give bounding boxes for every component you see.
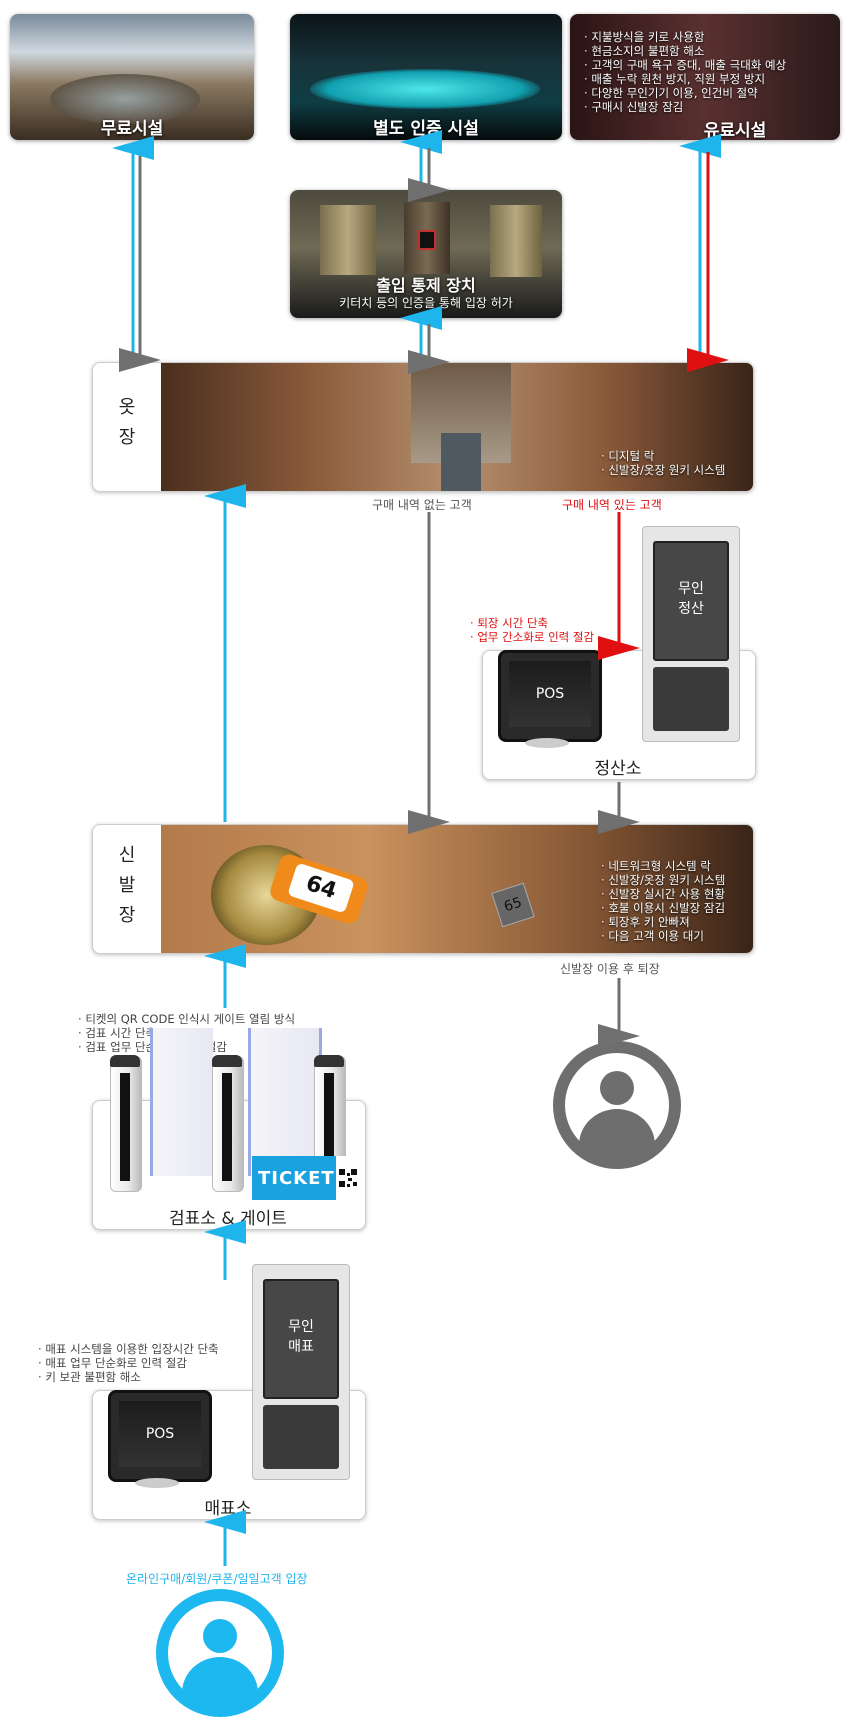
ticket-office-pos: POS — [108, 1390, 212, 1482]
with-purchase-label: 구매 내역 있는 고객 — [562, 498, 662, 512]
entry-label: 온라인구매/회원/쿠폰/일일고객 입장 — [126, 1572, 308, 1586]
gate-pillar-strip — [222, 1073, 232, 1181]
gate-pillar-head — [314, 1055, 344, 1067]
gate-glass-left — [150, 1028, 213, 1176]
gate-bullet: 검표 시간 단축 — [78, 1026, 295, 1040]
exit-person-head — [600, 1071, 634, 1105]
exit-person-body — [579, 1109, 655, 1160]
shoe-locker-bullet: 신발장 실시간 사용 현황 — [601, 887, 725, 901]
shoe-locker-bullet: 다음 고객 이용 대기 — [601, 929, 725, 943]
ticket-badge: TICKET — [252, 1156, 336, 1200]
gate-pillar-head — [212, 1055, 242, 1067]
locker-photo: 디지털 락 신발장/옷장 원키 시스템 — [161, 363, 753, 491]
no-purchase-label: 구매 내역 없는 고객 — [372, 498, 472, 512]
settlement-kiosk-body — [653, 667, 729, 731]
access-control-card: 출입 통제 장치 키터치 등의 인증을 통해 입장 허가 — [290, 190, 562, 318]
ticket-office-kiosk-line: 무인 — [288, 1319, 314, 1335]
ticket-office-kiosk: 무인 매표 — [252, 1264, 350, 1480]
gate-pillar-left — [110, 1055, 142, 1192]
locker-panel: 옷 장 디지털 락 신발장/옷장 원키 시스템 — [92, 362, 754, 492]
settlement-title: 정산소 — [594, 759, 642, 779]
paid-bullet: 현금소지의 불편함 해소 — [584, 44, 786, 58]
access-control-title: 출입 통제 장치 — [376, 276, 476, 295]
entry-person-body — [182, 1657, 258, 1708]
locker-label-char: 장 — [118, 427, 136, 448]
locker-bullet: 신발장/옷장 원키 시스템 — [601, 463, 725, 477]
ticket-office-kiosk-body — [263, 1405, 339, 1469]
ticket-office-kiosk-line: 매표 — [288, 1339, 314, 1355]
turnstile-left — [320, 205, 376, 275]
shoe-locker-photo: 64 65 네트워크형 시스템 락 신발장/옷장 원키 시스템 신발장 실시간 … — [161, 825, 753, 953]
turnstile-right — [490, 205, 542, 277]
gate-pillar-head — [110, 1055, 140, 1067]
shoe-locker-panel: 신 발 장 64 65 네트워크형 시스템 락 신발장/옷장 원키 시스템 신발… — [92, 824, 754, 954]
paid-bullet: 구매시 신발장 잠김 — [584, 100, 786, 114]
shoe-locker-label-char: 발 — [118, 875, 136, 896]
paid-bullet: 매출 누락 원천 방지, 직원 부정 방지 — [584, 72, 786, 86]
shoe-locker-label-char: 장 — [118, 905, 136, 926]
locker-label-char: 옷 — [118, 397, 136, 418]
shoe-locker-bullets: 네트워크형 시스템 락 신발장/옷장 원키 시스템 신발장 실시간 사용 현황 … — [601, 859, 725, 943]
ticket-qr-icon — [336, 1156, 360, 1200]
settlement-kiosk-line: 정산 — [678, 601, 704, 617]
gate-pillar-center — [212, 1055, 244, 1192]
settlement-bullet: 업무 간소화로 인력 절감 — [470, 630, 594, 644]
settlement-bullet: 퇴장 시간 단축 — [470, 616, 594, 630]
certified-facility-title: 별도 인증 시설 — [373, 119, 479, 139]
gate-pillar-strip — [324, 1073, 334, 1157]
entry-person-ring — [156, 1589, 284, 1717]
free-facility-pool — [50, 74, 200, 124]
paid-bullet: 다양한 무인기기 이용, 인건비 절약 — [584, 86, 786, 100]
ticket-office-bullet: 매표 업무 단순화로 인력 절감 — [38, 1356, 219, 1370]
after-shoe-label: 신발장 이용 후 퇴장 — [560, 962, 660, 976]
shoe-locker-bullet: 네트워크형 시스템 락 — [601, 859, 725, 873]
locker-bullets: 디지털 락 신발장/옷장 원키 시스템 — [601, 449, 725, 477]
settlement-kiosk: 무인 정산 — [642, 526, 740, 742]
settlement-pos-stand — [525, 738, 569, 748]
shoe-locker-label: 신 발 장 — [93, 841, 161, 931]
gate-pillar-strip — [120, 1073, 130, 1181]
entry-person-head — [203, 1619, 237, 1653]
locker-label: 옷 장 — [93, 393, 161, 453]
settlement-pos: POS — [498, 650, 602, 742]
locker-bench — [441, 433, 481, 491]
shoe-locker-bullet: 퇴장후 키 안빠져 — [601, 915, 725, 929]
paid-bullet: 고객의 구매 욕구 증대, 매출 극대화 예상 — [584, 58, 786, 72]
paid-facility-card: 지불방식을 키로 사용함 현금소지의 불편함 해소 고객의 구매 욕구 증대, … — [570, 14, 840, 140]
ticket-office-pos-stand — [135, 1478, 179, 1488]
gate-glass-right — [248, 1028, 322, 1176]
shoe-locker-label-char: 신 — [118, 845, 136, 866]
free-facility-title: 무료시설 — [100, 119, 164, 139]
paid-facility-bullets: 지불방식을 키로 사용함 현금소지의 불편함 해소 고객의 구매 욕구 증대, … — [584, 30, 786, 114]
shoe-locker-bullet: 신발장/옷장 원키 시스템 — [601, 873, 725, 887]
certified-facility-card: 별도 인증 시설 — [290, 14, 562, 140]
access-control-subtitle: 키터치 등의 인증을 통해 입장 허가 — [339, 296, 513, 310]
settlement-kiosk-screen: 무인 정산 — [653, 541, 729, 661]
ticket-office-kiosk-screen: 무인 매표 — [263, 1279, 339, 1399]
ticket-office-bullet: 매표 시스템을 이용한 입장시간 단축 — [38, 1342, 218, 1356]
settlement-kiosk-line: 무인 — [678, 581, 704, 597]
ticket-office-bullet: 키 보관 불편함 해소 — [38, 1370, 219, 1384]
certified-facility-pool — [310, 69, 540, 109]
ticket-office-bullets: 매표 시스템을 이용한 입장시간 단축 매표 업무 단순화로 인력 절감 키 보… — [38, 1342, 219, 1384]
paid-bullet: 지불방식을 키로 사용함 — [584, 30, 786, 44]
gate-bullet: 티켓의 QR CODE 인식시 게이트 열림 방식 — [78, 1012, 295, 1026]
settlement-bullets: 퇴장 시간 단축 업무 간소화로 인력 절감 — [470, 616, 594, 644]
gate-title: 검표소 & 게이트 — [169, 1209, 287, 1229]
locker-bullet: 디지털 락 — [601, 449, 725, 463]
settlement-pos-screen: POS — [509, 661, 591, 727]
ticket-office-pos-screen: POS — [119, 1401, 201, 1467]
entry-person-icon — [156, 1589, 284, 1717]
shoe-locker-bullet: 호불 이용시 신발장 잠김 — [601, 901, 725, 915]
qr-code-icon — [338, 1168, 358, 1188]
turnstile-sensor — [418, 230, 436, 250]
free-facility-card: 무료시설 — [10, 14, 254, 140]
